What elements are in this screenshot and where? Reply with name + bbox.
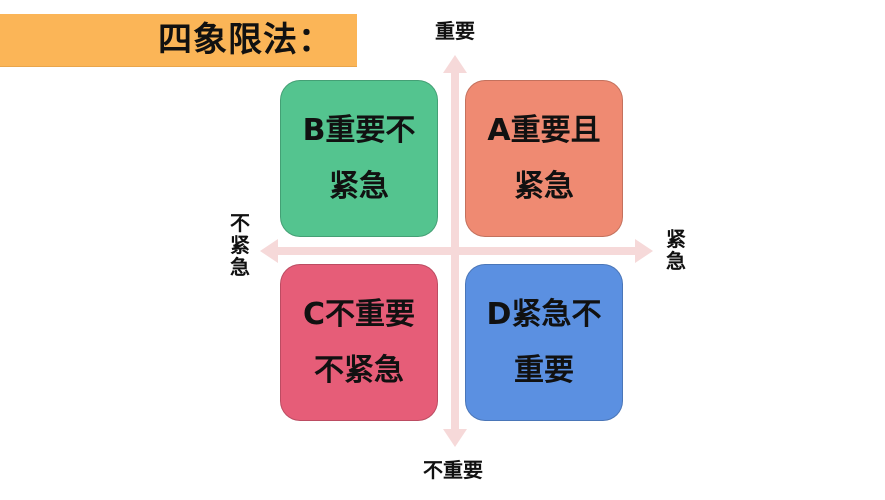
arrow-up-icon xyxy=(443,55,467,73)
quadrant-c-line2: 不紧急 xyxy=(314,352,404,388)
quadrant-d-urgent-not-important: D紧急不 重要 xyxy=(465,264,623,421)
axis-label-right-char: 紧 xyxy=(666,227,686,251)
axis-label-right: 紧 急 xyxy=(665,228,687,272)
quadrant-c-not-important-not-urgent: C不重要 不紧急 xyxy=(280,264,438,421)
quadrant-b-line1: B重要不 xyxy=(302,112,416,148)
arrow-down-icon xyxy=(443,429,467,447)
axis-label-top: 重要 xyxy=(435,19,475,43)
quadrant-d-line2: 重要 xyxy=(514,352,574,388)
quadrant-d-line1: D紧急不 xyxy=(486,296,602,332)
quadrant-a-line2: 紧急 xyxy=(514,168,574,204)
title-banner: 四象限法： xyxy=(0,14,357,67)
arrow-left-icon xyxy=(260,239,278,263)
horizontal-axis-line xyxy=(274,247,638,255)
quadrant-a-important-urgent: A重要且 紧急 xyxy=(465,80,623,237)
axis-label-bottom: 不重要 xyxy=(423,458,483,482)
axis-label-left-char: 紧 xyxy=(230,233,250,257)
arrow-right-icon xyxy=(635,239,653,263)
quadrant-b-line2: 紧急 xyxy=(329,168,389,204)
quadrant-b-important-not-urgent: B重要不 紧急 xyxy=(280,80,438,237)
quadrant-c-line1: C不重要 xyxy=(302,296,416,332)
axis-label-left: 不 紧 急 xyxy=(229,212,251,278)
axis-label-left-char: 急 xyxy=(230,255,250,279)
page-title: 四象限法： xyxy=(158,20,333,60)
axis-label-right-char: 急 xyxy=(666,249,686,273)
axis-label-left-char: 不 xyxy=(230,211,250,235)
quadrant-a-line1: A重要且 xyxy=(487,112,601,148)
